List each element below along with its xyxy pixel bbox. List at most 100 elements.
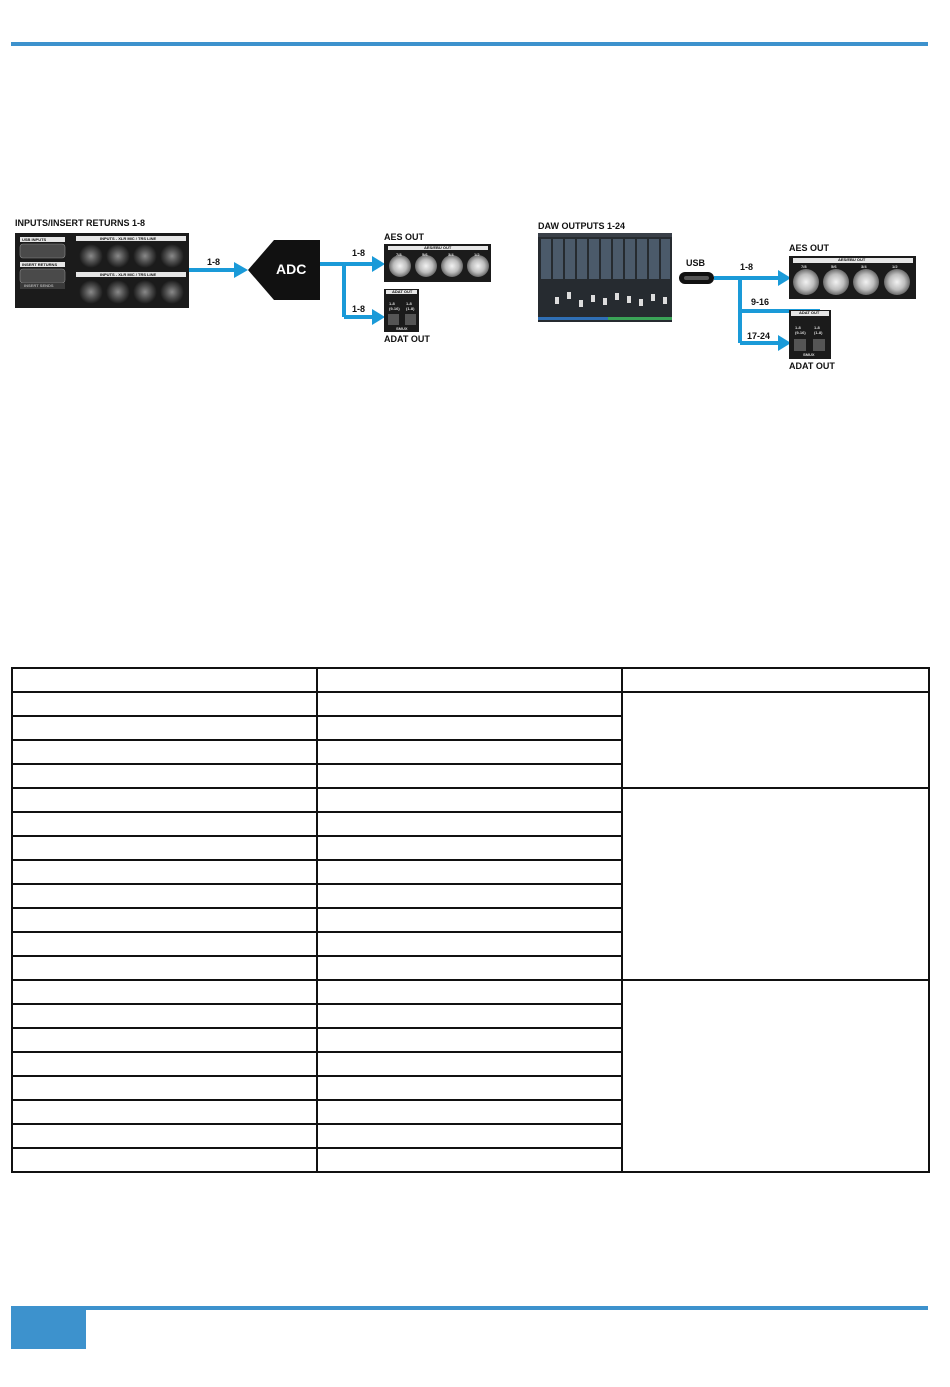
table-group-cell [621, 979, 930, 1173]
table-cell [11, 1123, 318, 1149]
inputs-top-label: INPUTS - XLR MIC / TRS LINE [100, 236, 157, 241]
table-cell [316, 955, 623, 981]
adat-out-panel-left [384, 289, 419, 332]
right-source-label: DAW OUTPUTS 1-24 [538, 221, 626, 231]
table-row [11, 979, 930, 1173]
table-row [11, 1099, 929, 1125]
insert-sends-label: INSERT SENDS [24, 283, 54, 288]
adat-panel-title-left: ADAT OUT [392, 289, 413, 294]
aes-pair-label: 3/4 [861, 264, 867, 269]
route-adat-b-label: 17-24 [747, 331, 771, 341]
table-cell [11, 907, 318, 933]
table-cell [316, 1123, 623, 1149]
table-cell [316, 787, 623, 813]
aes-pair-label: 7/8 [396, 252, 402, 257]
adat-port-label: 1-8 (1-8) [814, 325, 823, 335]
signal-flow-diagrams [15, 233, 916, 359]
table-cell [11, 1051, 318, 1077]
page-number-tab [11, 1306, 86, 1349]
adat-mux-label-right: SMUX [803, 352, 815, 357]
table-cell [11, 1027, 318, 1053]
aes-pair-label: 7/8 [801, 264, 807, 269]
table-cell [11, 979, 318, 1005]
table-row [11, 691, 930, 789]
table-cell [11, 811, 318, 837]
table-row [11, 859, 929, 885]
table-row [11, 739, 929, 765]
table-cell [11, 1003, 318, 1029]
route-to-aes-label: 1-8 [352, 248, 366, 258]
adat-panel-title-right: ADAT OUT [799, 310, 820, 315]
insert-returns-label: INSERT RETURNS [22, 262, 58, 267]
table-cell [316, 1051, 623, 1077]
table-cell [11, 1147, 318, 1173]
table-cell [316, 715, 623, 741]
table-cell [316, 1027, 623, 1053]
table-cell [621, 667, 930, 693]
usb-connector [679, 272, 714, 284]
table-cell [11, 955, 318, 981]
table-row [11, 1027, 929, 1053]
adat-out-label-left: ADAT OUT [384, 334, 430, 344]
adat-port-label: 1-8 (1-8) [406, 301, 415, 311]
adat-port-label: 1-8 (9-16) [795, 325, 806, 335]
table-cell [316, 691, 623, 717]
table-cell [11, 883, 318, 909]
routing-table [11, 667, 930, 1173]
table-row [11, 811, 929, 837]
adc-label: ADC [276, 261, 307, 277]
table-row [11, 835, 929, 861]
table-cell [316, 667, 623, 693]
table-row [11, 955, 929, 981]
table-row [11, 1075, 929, 1101]
left-source-label: INPUTS/INSERT RETURNS 1-8 [15, 218, 146, 228]
table-cell [316, 739, 623, 765]
table-row [11, 883, 929, 909]
table-row [11, 907, 929, 933]
usb-inputs-label: USB INPUTS [22, 237, 47, 242]
table-cell [316, 811, 623, 837]
table-cell [316, 763, 623, 789]
daw-mixer-screenshot [538, 233, 672, 322]
table-cell [316, 859, 623, 885]
table-cell [11, 1099, 318, 1125]
aes-out-panel-right [789, 256, 916, 299]
table-group-cell [621, 691, 930, 789]
table-row [11, 715, 929, 741]
route-to-aes-right-label: 1-8 [740, 262, 754, 272]
adat-mux-label-left: SMUX [396, 326, 408, 331]
table-cell [11, 931, 318, 957]
left-routes [189, 256, 385, 325]
aes-pair-label: 5/6 [831, 264, 837, 269]
table-cell [316, 907, 623, 933]
table-cell [11, 691, 318, 717]
adat-out-label-right: ADAT OUT [789, 361, 835, 371]
table-row [11, 787, 930, 981]
table-cell [316, 931, 623, 957]
aes-pair-label: 1/2 [892, 264, 898, 269]
table-cell [11, 763, 318, 789]
table-cell [316, 1147, 623, 1173]
aes-pair-label: 5/6 [422, 252, 428, 257]
header-rule [11, 42, 928, 46]
table-cell [316, 979, 623, 1005]
aes-panel-title-left: AES/EBU OUT [424, 245, 452, 250]
table-row [11, 1003, 929, 1029]
inputs-bottom-label: INPUTS - XLR MIC / TRS LINE [100, 272, 157, 277]
table-cell [11, 835, 318, 861]
route-to-adat-label: 1-8 [352, 304, 366, 314]
aes-out-label-right: AES OUT [789, 243, 830, 253]
footer-rule [11, 1306, 928, 1310]
route-adat-a-label: 9-16 [751, 297, 770, 307]
adc-block [248, 240, 320, 300]
table-row [11, 1147, 929, 1173]
aes-out-label-left: AES OUT [384, 232, 425, 242]
adat-port-label: 1-8 (9-16) [389, 301, 400, 311]
table-cell [316, 1075, 623, 1101]
aes-panel-title-right: AES/EBU OUT [838, 257, 866, 262]
table-cell [316, 835, 623, 861]
aes-pair-label: 3/4 [448, 252, 454, 257]
table-cell [11, 715, 318, 741]
route-to-adc-label: 1-8 [207, 257, 221, 267]
input-panel [15, 233, 189, 308]
